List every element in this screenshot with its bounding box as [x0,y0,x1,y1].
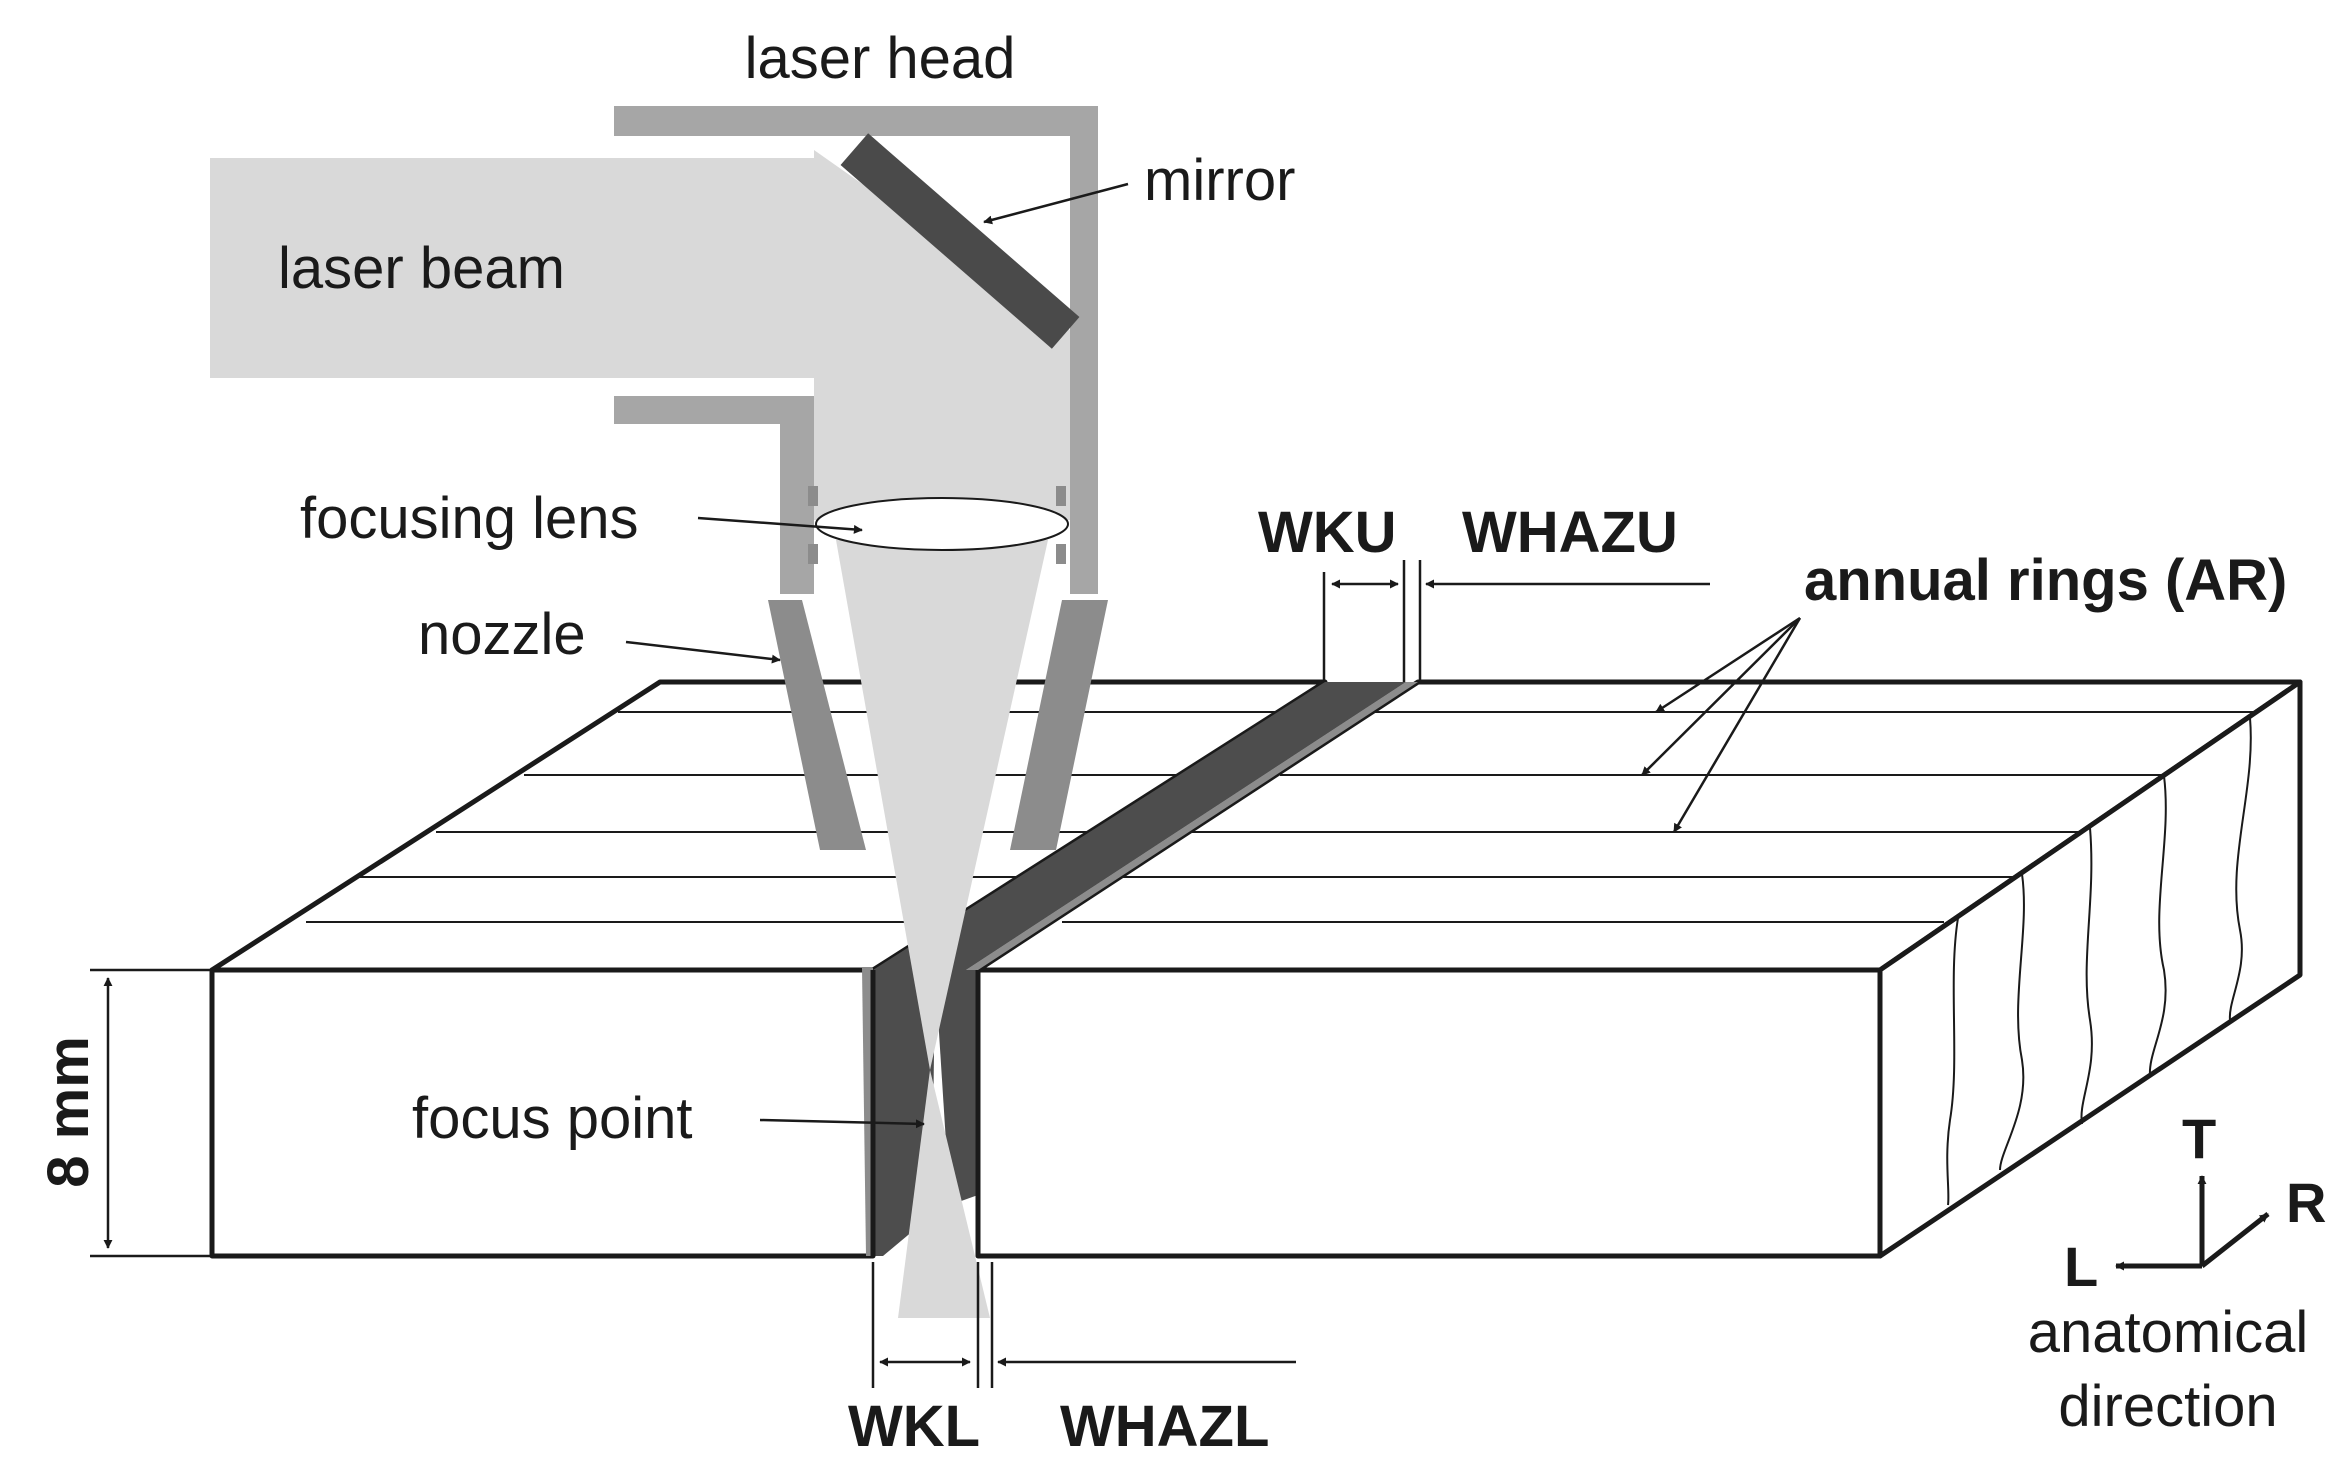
upper-dimensions [1322,560,1710,682]
haz-upper-band [966,682,1418,970]
anatomical-label-line1: anatomical [2028,1300,2308,1365]
anatomical-label-line2: direction [2058,1374,2277,1439]
laser-head-label: laser head [745,26,1016,91]
leader-lines [625,182,1802,1129]
lower-dimensions [871,1262,1296,1388]
focusing-lens [808,486,1069,564]
laser-beam [210,150,1070,1318]
haz-left-edge [862,968,873,1256]
annual-rings-label: annual rings (AR) [1804,548,2287,613]
kerf-wall [873,682,1406,970]
nozzle [768,600,1108,850]
axis-r-arrow [2200,1212,2270,1268]
axis-l-label: L [2064,1235,2098,1298]
beam-vertical [814,150,1070,520]
nozzle-leader [625,640,781,664]
axis-t-label: T [2182,1107,2216,1170]
nozzle-label: nozzle [418,602,586,667]
annual-ring-lines [306,711,2256,923]
beam-cone-upper [836,540,1048,1070]
end-grain-lines [1946,717,2252,1206]
laser-beam-label: laser beam [278,236,565,301]
lens-leader [697,516,863,534]
wkl-label: WKL [848,1394,980,1459]
mirror-leader [983,182,1129,225]
beam-cone-lower [898,1070,990,1318]
whazl-label: WHAZL [1060,1394,1269,1459]
thickness-label: 8 mm [36,1036,101,1188]
ar-leader-1 [1655,616,1801,714]
thickness-dimension [90,968,212,1258]
nozzle-left [768,600,866,850]
kerf-outline [870,970,981,1256]
anatomical-axes [2115,1175,2270,1271]
wood-left-front-face [209,967,876,1259]
wood-right-front-face [975,967,1883,1259]
mirror-label: mirror [1144,148,1295,213]
ar-leader-3 [1672,617,1802,833]
kerf-front-right [935,970,978,1205]
focus-point-label: focus point [412,1086,693,1151]
whazu-label: WHAZU [1462,500,1678,565]
wood-block-right [975,679,2303,1259]
ar-leader-2 [1641,617,1801,776]
axis-r-label: R [2286,1171,2326,1234]
mirror [840,133,1080,349]
focus-leader [759,1118,925,1129]
kerf-groove [862,682,1418,1256]
nozzle-right [1010,600,1108,850]
focusing-lens-label: focusing lens [300,486,639,551]
wku-label: WKU [1258,500,1397,565]
